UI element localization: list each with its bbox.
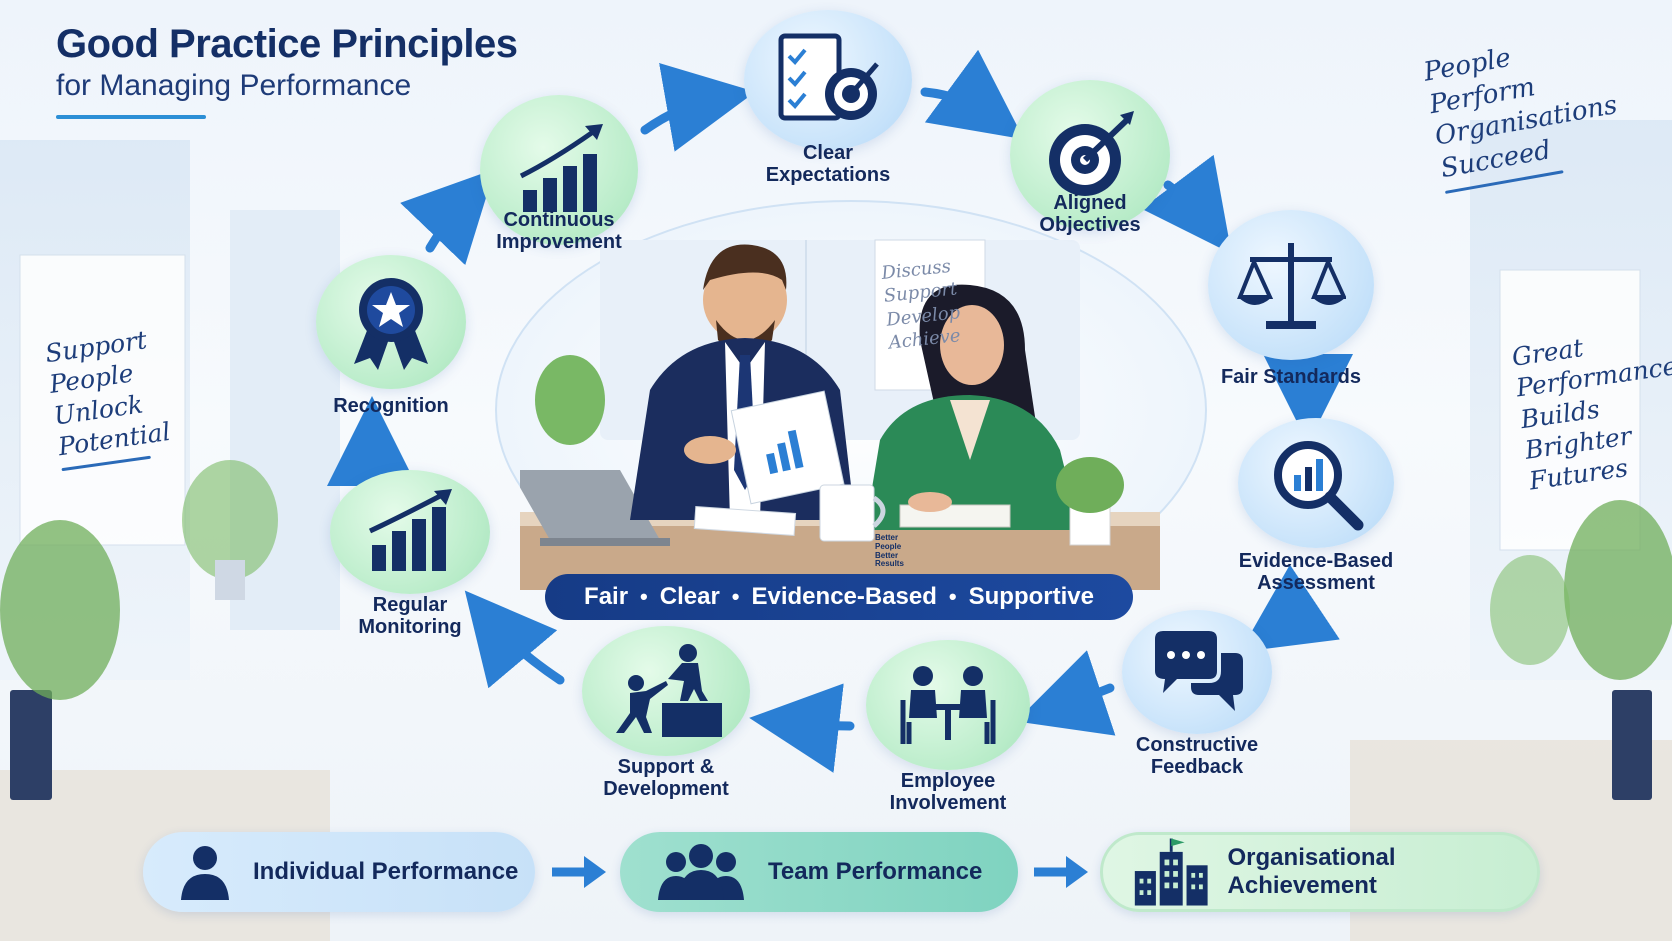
node-label: Recognition — [333, 395, 449, 417]
note-left: Support People Unlock Potential — [43, 323, 173, 472]
outcome-team-performance: Team Performance — [620, 832, 1018, 912]
flow-arrow-2 — [1034, 856, 1088, 888]
node-recognition: Recognition — [316, 255, 466, 417]
person-icon — [181, 846, 229, 900]
center-meeting-scene — [520, 239, 1160, 590]
mug-text: Better People Better Results — [875, 533, 904, 569]
title-block: Good Practice Principles for Managing Pe… — [56, 22, 518, 119]
outcome-label: Team Performance — [768, 858, 983, 885]
arrow-6 — [1015, 650, 1116, 736]
flow-arrow-1 — [552, 856, 606, 888]
checklist-target-icon — [778, 33, 879, 121]
team-icon — [658, 844, 744, 900]
buildings-icon — [1134, 838, 1208, 906]
arrow-3 — [1141, 154, 1232, 254]
growth-chart-icon — [519, 124, 603, 212]
node-label: Support & Development — [603, 756, 729, 801]
whiteboard-note: Discuss Support Develop Achieve — [880, 255, 962, 354]
node-label: Employee Involvement — [889, 770, 1007, 815]
node-regular-monitoring: Regular Monitoring — [330, 470, 490, 639]
node-fair-standards: Fair Standards — [1208, 210, 1374, 388]
banner-item: Clear — [659, 583, 720, 610]
node-clear-expectations: Clear Expectations — [744, 10, 912, 187]
award-ribbon-icon — [354, 278, 428, 370]
banner-item: Evidence-Based — [751, 583, 937, 610]
target-icon — [1049, 111, 1134, 196]
bar-chart-icon — [368, 489, 452, 571]
speech-bubbles-icon — [1155, 631, 1243, 711]
arrow-5 — [1240, 564, 1340, 652]
arrow-1 — [640, 62, 756, 152]
node-support-development: Support & Development — [582, 626, 750, 801]
outcome-label: Individual Performance — [253, 858, 519, 885]
node-aligned-objectives: Aligned Objectives — [1010, 80, 1170, 237]
node-label: Continuous Improvement — [496, 209, 622, 254]
values-banner: Fair• Clear• Evidence-Based• Supportive — [545, 574, 1133, 620]
node-label: Evidence-Based Assessment — [1238, 550, 1394, 595]
node-constructive-feedback: Constructive Feedback — [1122, 610, 1272, 779]
arrow-10 — [400, 168, 495, 266]
node-label: Aligned Objectives — [1039, 192, 1141, 237]
note-right: Great Performance Builds Brighter Future… — [1510, 333, 1672, 496]
node-evidence-based-assessment: Evidence-Based Assessment — [1238, 418, 1394, 595]
magnifier-chart-icon — [1274, 441, 1364, 531]
arrow-7 — [749, 683, 855, 773]
arrow-4 — [1262, 353, 1353, 444]
helping-hand-icon — [616, 644, 722, 737]
node-label: Constructive Feedback — [1135, 734, 1259, 779]
arrow-8 — [464, 590, 565, 689]
node-label: Fair Standards — [1220, 366, 1362, 388]
node-label: Clear Expectations — [765, 142, 891, 187]
title-underline — [56, 115, 206, 119]
meeting-icon — [900, 666, 996, 744]
arrow-9 — [327, 396, 418, 487]
node-label: Regular Monitoring — [358, 594, 462, 639]
scales-icon — [1237, 243, 1346, 329]
outcome-organisational-achievement: Organisational Achievement — [1100, 832, 1540, 912]
page-title: Good Practice Principles — [56, 22, 518, 66]
banner-item: Fair — [584, 583, 629, 610]
outcome-individual-performance: Individual Performance — [143, 832, 535, 912]
arrow-2 — [920, 49, 1025, 140]
node-employee-involvement: Employee Involvement — [866, 640, 1030, 815]
node-continuous-improvement: Continuous Improvement — [480, 95, 638, 254]
page-subtitle: for Managing Performance — [56, 69, 412, 102]
banner-item: Supportive — [968, 583, 1094, 610]
outcome-label: Organisational Achievement — [1227, 844, 1396, 899]
